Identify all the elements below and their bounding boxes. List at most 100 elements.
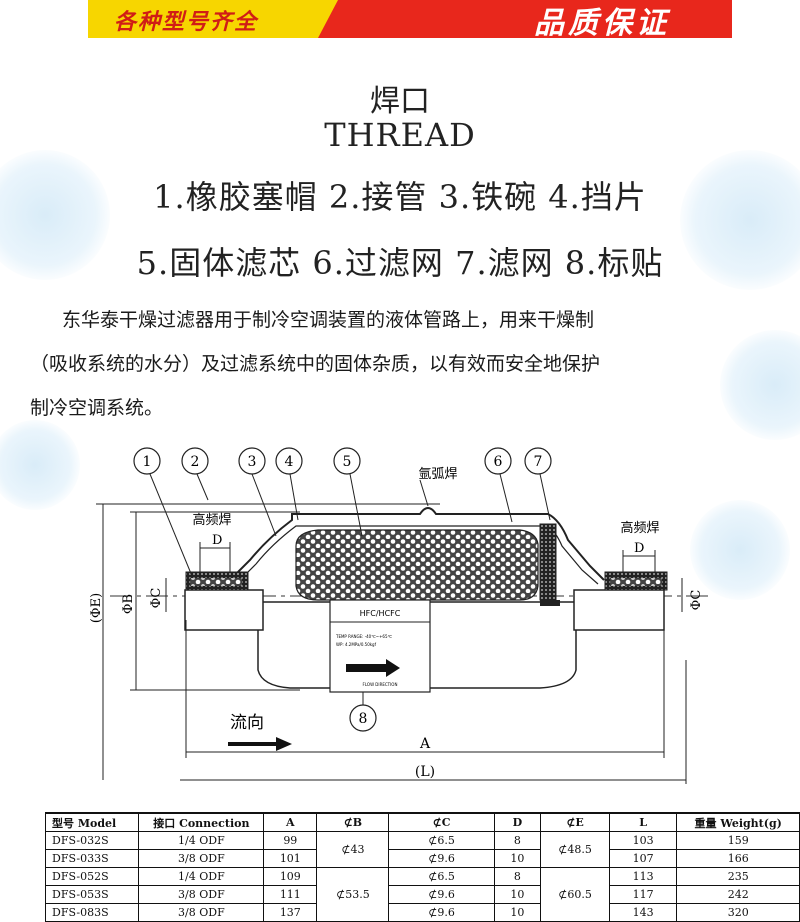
dim-phi-b: ΦB <box>121 594 136 614</box>
table-cell: 99 <box>263 831 318 850</box>
table-cell: 10 <box>493 885 542 904</box>
table-cell: 143 <box>608 903 678 922</box>
dim-phi-e: (ΦE) <box>89 593 104 623</box>
background-bubble <box>720 330 800 440</box>
callout-7-label: 7 <box>534 454 543 470</box>
callout-2 <box>181 447 209 475</box>
parts-list-line-2: 5.固体滤芯 6.过滤网 7.滤网 8.标贴 <box>136 244 664 282</box>
callout-4-label: 4 <box>285 454 294 470</box>
product-description: 东华泰干燥过滤器用于制冷空调装置的液体管路上，用来干燥制 （吸收系统的水分）及过… <box>30 298 790 430</box>
fitting-right-fill <box>609 577 663 587</box>
table-header-cell: 接口 Connection <box>138 812 265 832</box>
dim-phi-c-left: ΦC <box>149 588 164 609</box>
outlet-tube <box>573 589 665 631</box>
filter-screen <box>539 523 557 601</box>
callout-1-label: 1 <box>143 454 152 470</box>
dim-a: A <box>419 736 431 752</box>
table-cell: 10 <box>493 849 542 868</box>
table-cell: 3/8 ODF <box>138 849 265 868</box>
table-header-cell: A <box>263 812 318 832</box>
table-cell: 1/4 ODF <box>138 831 265 850</box>
callout-4 <box>275 447 303 475</box>
callout-5 <box>333 447 361 475</box>
table-row: DFS-083S 3/8 ODF 137 ⊄9.6 10 143 320 <box>44 903 800 922</box>
table-cell: DFS-053S <box>44 885 140 904</box>
flow-direction-arrow <box>346 659 400 677</box>
banner-right-text: 品质保证 <box>534 6 670 41</box>
table-cell: 117 <box>608 885 678 904</box>
parts-list-line-1: 1.橡胶塞帽 2.接管 3.铁碗 4.挡片 <box>153 178 647 216</box>
banner-left-text: 各种型号齐全 <box>114 9 259 35</box>
table-header-cell: ⊄E <box>540 812 610 832</box>
dim-phi-c-right: ΦC <box>689 590 704 611</box>
background-bubble <box>0 150 110 280</box>
table-cell: 137 <box>263 903 318 922</box>
table-row: DFS-053S 3/8 ODF 111 ⊄9.6 10 117 242 <box>44 885 800 904</box>
table-header-cell: ⊄C <box>388 812 495 832</box>
table-row: DFS-052S 1/4 ODF 109 ⊄53.5 ⊄6.5 8 ⊄60.5 … <box>44 867 800 922</box>
screen-base <box>540 600 560 606</box>
flow-arrow <box>228 737 292 751</box>
table-cell: ⊄48.5 <box>540 831 610 868</box>
callout-6-label: 6 <box>494 454 503 470</box>
callout-6 <box>484 447 512 475</box>
banner-left: 各种型号齐全 <box>88 0 338 38</box>
callout-1 <box>133 447 161 475</box>
callout-7 <box>524 447 552 475</box>
label-wp: WP: 4.2MPa/0.50kgf <box>336 642 377 647</box>
table-cell: 8 <box>493 867 542 886</box>
table-cell: 109 <box>263 867 318 886</box>
label-sticker <box>329 599 431 693</box>
table-cell: ⊄6.5 <box>388 831 495 850</box>
weld-arc-label: 氩弧焊 <box>418 466 457 482</box>
table-cell: ⊄9.6 <box>388 885 495 904</box>
background-bubble <box>690 500 790 600</box>
table-row: DFS-032S 1/4 ODF 99 ⊄43 ⊄6.5 8 ⊄48.5 10 3… <box>44 831 800 868</box>
filter-drier-diagram: HFC/HCFC TEMP RANGE: -40℃~+65℃ WP: 4.2MP… <box>89 447 712 784</box>
description-line: （吸收系统的水分）及过滤系统中的固体杂质，以有效而安全地保护 <box>30 353 601 375</box>
description-line: 制冷空调系统。 <box>30 397 164 419</box>
fitting-left-fill <box>189 577 243 587</box>
label-title: HFC/HCFC <box>360 609 401 618</box>
dim-d-left: D <box>212 533 222 548</box>
weld-left-label: 高频焊 <box>192 512 231 528</box>
table-cell: 8 <box>493 831 542 850</box>
table-header-cell: D <box>493 812 542 832</box>
label-flow: FLOW DIRECTION <box>363 682 398 687</box>
table-cell: ⊄9.6 <box>388 849 495 868</box>
table-cell: 159 <box>676 831 800 850</box>
callout-8-label: 8 <box>359 711 368 727</box>
solid-core <box>295 529 539 601</box>
table-header-cell: ⊄B <box>316 812 390 832</box>
table-cell: 166 <box>676 849 800 868</box>
weld-right-label: 高频焊 <box>620 520 659 536</box>
callout-2-label: 2 <box>191 454 200 470</box>
table-header-cell: 重量 Weight(g) <box>676 812 800 832</box>
callout-3-label: 3 <box>248 454 257 470</box>
table-cell: 107 <box>608 849 678 868</box>
table-cell: 320 <box>676 903 800 922</box>
table-cell: 10 <box>493 903 542 922</box>
table-cell: 1/4 ODF <box>138 867 265 886</box>
table-cell: 242 <box>676 885 800 904</box>
label-temp: TEMP RANGE: -40℃~+65℃ <box>335 634 393 639</box>
flow-label: 流向 <box>230 713 264 733</box>
table-cell: DFS-083S <box>44 903 140 922</box>
top-banner: 各种型号齐全 品质保证 <box>88 0 732 38</box>
background-bubble <box>0 420 80 510</box>
heading-en: THREAD <box>324 116 476 154</box>
spec-table: 型号 Model 接口 Connection A ⊄B ⊄C D ⊄E L 重量… <box>44 812 800 922</box>
table-cell: ⊄6.5 <box>388 867 495 886</box>
heading-cn: 焊口 <box>370 84 430 119</box>
description-line: 东华泰干燥过滤器用于制冷空调装置的液体管路上，用来干燥制 <box>62 309 595 331</box>
table-cell: DFS-032S <box>44 831 140 850</box>
table-cell: ⊄60.5 <box>540 867 610 922</box>
banner-right: 品质保证 <box>318 0 732 38</box>
table-cell: ⊄43 <box>316 831 390 868</box>
table-cell: ⊄9.6 <box>388 903 495 922</box>
table-cell: 101 <box>263 849 318 868</box>
inlet-tube <box>184 589 264 631</box>
table-header-cell: 型号 Model <box>44 812 140 832</box>
filter-shell-upper <box>229 507 605 581</box>
table-cell: DFS-052S <box>44 867 140 886</box>
